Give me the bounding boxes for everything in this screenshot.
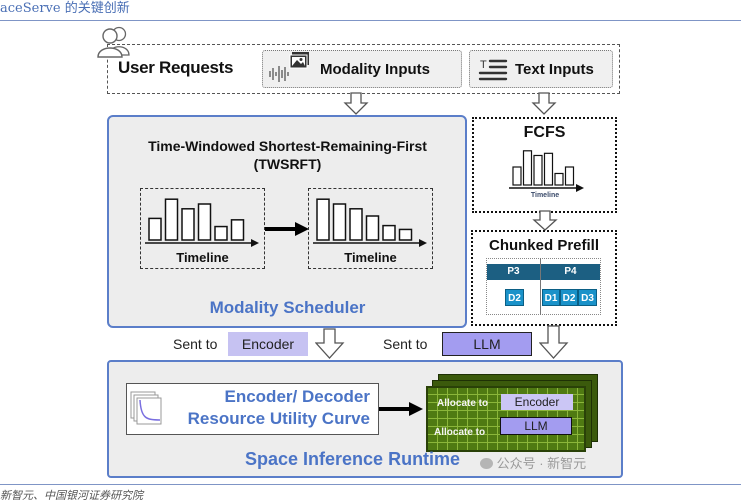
watermark: 公众号 · 新智元 <box>480 453 586 472</box>
timeline-bar <box>181 208 195 241</box>
text-lines-icon: T <box>478 59 508 81</box>
timeline-bar <box>365 215 380 241</box>
decode-chunk: D2 <box>505 289 524 306</box>
runtime-label: Space Inference Runtime <box>245 449 461 469</box>
timeline-before-chart <box>145 198 259 247</box>
modality-inputs-label: Modality Inputs <box>320 61 430 78</box>
sent-to-encoder-label: Sent to <box>173 336 218 352</box>
allocate-llm-label: Allocate to <box>434 427 486 438</box>
encoder-badge: Encoder <box>228 332 308 356</box>
header-divider <box>0 20 741 21</box>
timeline-bar <box>164 198 179 241</box>
twsrft-title: Time-Windowed Shortest-Remaining-First (… <box>110 137 465 173</box>
timeline-arrowhead <box>251 239 259 247</box>
prefill-chunk: P3 <box>487 264 540 280</box>
decode-chunk: D2 <box>560 289 578 306</box>
llm-badge: LLM <box>442 332 532 356</box>
utility-curve-text: Encoder/ Decoder Resource Utility Curve <box>170 386 370 430</box>
utility-curve-line2: Resource Utility Curve <box>187 409 370 428</box>
fcfs-title: FCFS <box>523 124 566 141</box>
timeline-before-label: Timeline <box>176 250 229 265</box>
fcfs-timeline-label: Timeline <box>530 192 560 199</box>
twsrft-title-line1: Time-Windowed Shortest-Remaining-First <box>148 138 427 154</box>
down-arrow-icon <box>539 325 569 359</box>
page-title: aceServe 的关键创新 <box>0 1 130 16</box>
timeline-bar <box>230 219 245 241</box>
timeline-after-label: Timeline <box>344 250 397 265</box>
decode-chunk: D1 <box>542 289 560 306</box>
decode-chunk: D3 <box>578 289 597 306</box>
timeline-bar <box>349 208 363 241</box>
timeline-after-box <box>308 188 433 269</box>
prefill-chunk: P4 <box>541 264 600 280</box>
timeline-bar <box>148 217 162 241</box>
timeline-bar <box>382 224 396 241</box>
down-arrow-icon <box>343 92 369 115</box>
timeline-bar <box>197 203 212 241</box>
timeline-bar <box>214 225 228 241</box>
user-requests-box <box>107 44 620 94</box>
source-note: 新智元、中国银河证券研究院 <box>0 489 143 502</box>
timeline-after-chart <box>313 198 427 247</box>
timeline-bar <box>398 228 413 241</box>
audio-waveform-icon <box>269 66 289 82</box>
wechat-icon <box>480 458 493 469</box>
chunked-prefill-title: Chunked Prefill <box>488 237 600 254</box>
utility-curve-line1: Encoder/ Decoder <box>224 387 371 406</box>
down-arrow-icon <box>315 328 345 359</box>
down-arrow-icon <box>531 92 557 115</box>
modality-scheduler-label: Modality Scheduler <box>209 298 366 317</box>
timeline-before-box <box>140 188 265 269</box>
timeline-arrowhead <box>419 239 427 247</box>
timeline-bar <box>533 154 543 186</box>
timeline-bar <box>564 166 575 186</box>
allocate-arrow-icon <box>379 402 423 416</box>
down-arrow-icon <box>532 210 558 231</box>
image-icon <box>289 52 309 69</box>
twsrft-title-line2: (TWSRFT) <box>253 156 322 172</box>
chunk-divider <box>540 258 541 315</box>
timeline-bar <box>554 172 564 186</box>
timeline-bar <box>332 203 347 241</box>
timeline-bar <box>512 166 522 186</box>
timeline-bar <box>543 152 554 186</box>
user-requests-title: User Requests <box>118 58 234 77</box>
footer-divider <box>0 484 741 485</box>
sent-to-llm-label: Sent to <box>383 336 428 352</box>
timeline-bar <box>522 150 533 186</box>
reorder-arrow-icon <box>265 222 309 236</box>
chunked-prefill-box <box>471 230 617 326</box>
watermark-text: 公众号 · 新智元 <box>496 456 587 471</box>
utility-curve-box <box>126 383 379 435</box>
fcfs-chart <box>509 150 584 192</box>
text-inputs-label: Text Inputs <box>515 61 594 78</box>
timeline-arrowhead <box>576 184 584 192</box>
allocate-encoder-target: Encoder <box>501 394 573 410</box>
text-inputs-box <box>469 50 613 88</box>
allocate-llm-target: LLM <box>500 417 572 435</box>
timeline-bar <box>316 198 330 241</box>
utility-curve-icon <box>130 391 162 425</box>
chunk-grid <box>486 258 601 315</box>
users-icon <box>97 26 130 58</box>
allocate-encoder-label: Allocate to <box>437 398 489 409</box>
svg-text:T: T <box>480 59 487 71</box>
